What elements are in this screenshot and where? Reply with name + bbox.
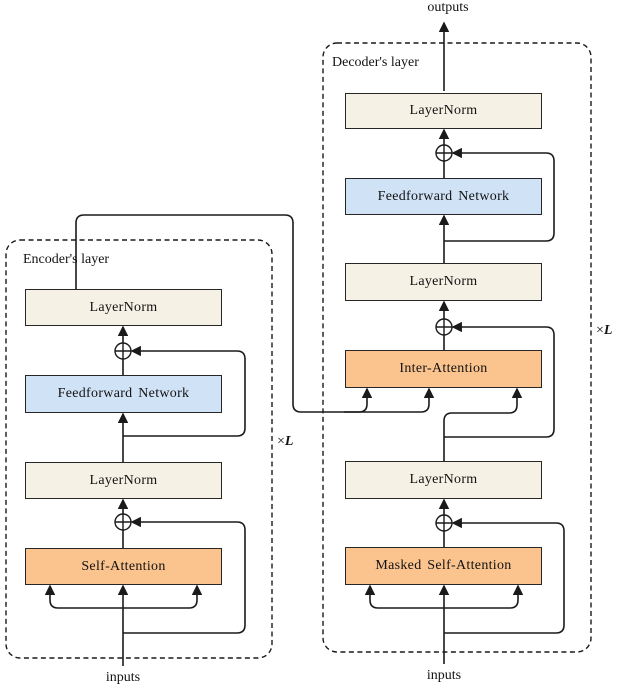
decoder-layernorm-bottom-box: LayerNorm: [345, 461, 542, 499]
decoder-layernorm-mid-box: LayerNorm: [345, 263, 542, 301]
decoder-residual-2: [444, 321, 555, 438]
decoder-residual-3: [444, 147, 555, 242]
decoder-masked-self-attention-label: Masked Self-Attention: [375, 558, 512, 573]
encoder-layernorm-mid-box: LayerNorm: [25, 462, 222, 499]
encoder-layer-frame: [5, 239, 273, 659]
encoder-layer-label: Encoder's layer: [23, 252, 110, 267]
add-nodes: [114, 144, 453, 532]
decoder-query-to-interattention: [443, 387, 523, 461]
decoder-layernorm-bottom-label: LayerNorm: [409, 472, 478, 487]
encoder-self-attention-label: Self-Attention: [81, 558, 166, 574]
decoder-repeat-sign: ×: [596, 323, 604, 338]
encoder-output-branch-arrow: [344, 387, 373, 413]
decoder-masked-self-attention-box: Masked Self-Attention: [345, 547, 542, 585]
encoder-self-attention-box: Self-Attention: [25, 548, 222, 585]
encoder-add-icon-1: [114, 513, 132, 531]
decoder-wires: [364, 21, 565, 664]
decoder-layernorm-mid-label: LayerNorm: [409, 274, 478, 289]
decoder-add-icon-1: [435, 514, 453, 532]
decoder-layernorm-top-label: LayerNorm: [409, 103, 478, 118]
encoder-repeat-sign: ×: [277, 434, 285, 449]
encoder-feedforward-box: Feedforward Network: [25, 375, 222, 413]
encoder-residual-2: [123, 345, 246, 437]
decoder-inter-attention-box: Inter-Attention: [345, 350, 542, 388]
decoder-layer-label: Decoder's layer: [332, 55, 419, 70]
decoder-repeat-label: ×L: [596, 323, 612, 339]
encoder-repeat-label: ×L: [277, 434, 293, 450]
encoder-wires: [44, 214, 435, 666]
decoder-qkv-right-arrow: [444, 584, 524, 609]
encoder-layernorm-mid-label: LayerNorm: [89, 472, 158, 488]
encoder-layernorm-top-label: LayerNorm: [89, 299, 158, 315]
encoder-layernorm-top-box: LayerNorm: [25, 289, 222, 326]
decoder-qkv-left-arrow: [364, 584, 444, 609]
decoder-inter-attention-label: Inter-Attention: [399, 361, 488, 376]
decoder-inputs-label: inputs: [426, 668, 462, 683]
decoder-feedforward-label: Feedforward Network: [377, 188, 510, 204]
decoder-residual-1: [444, 517, 565, 634]
decoder-feedforward-box: Feedforward Network: [345, 178, 542, 215]
outputs-label: outputs: [427, 0, 469, 15]
decoder-repeat-var: L: [603, 323, 613, 338]
encoder-feedforward-label: Feedforward Network: [57, 386, 190, 401]
decoder-layer-frame: [322, 42, 592, 653]
encoder-inputs-label: inputs: [105, 670, 141, 685]
decoder-add-icon-3: [435, 144, 453, 162]
encoder-qkv-right-arrow: [123, 584, 203, 609]
encoder-residual-1: [123, 516, 246, 634]
decoder-layernorm-top-box: LayerNorm: [345, 93, 542, 129]
encoder-qkv-left-arrow: [44, 584, 123, 609]
decoder-add-icon-2: [435, 318, 453, 336]
encoder-add-icon-2: [114, 342, 132, 360]
encoder-repeat-var: L: [284, 434, 294, 449]
encoder-output-to-interattention: [75, 214, 435, 413]
